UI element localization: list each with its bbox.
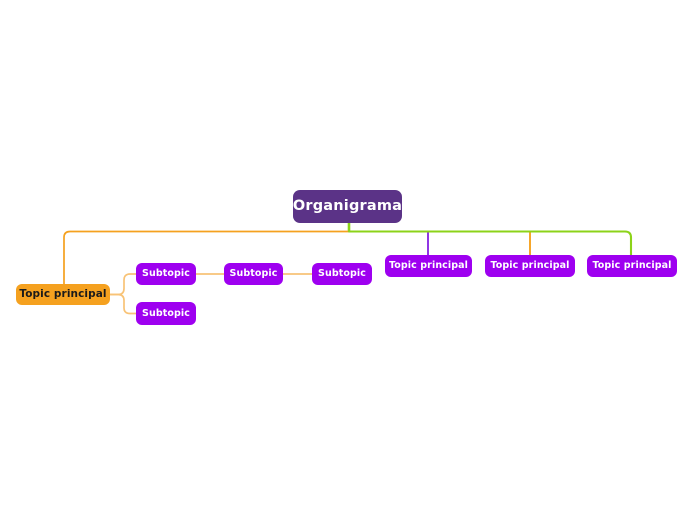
topic-node-left-1[interactable]: Topic principal xyxy=(16,284,110,305)
topic-node-left-1-label: Topic principal xyxy=(19,288,107,301)
subtopic-node-2[interactable]: Subtopic xyxy=(224,263,283,285)
topic-node-right-3-label: Topic principal xyxy=(592,260,672,272)
topic-node-right-1-label: Topic principal xyxy=(388,260,469,272)
connector-left-topic-to-bus-lower xyxy=(109,293,137,315)
subtopic-node-1-label: Subtopic xyxy=(142,268,190,280)
subtopic-node-1[interactable]: Subtopic xyxy=(136,263,196,285)
topic-node-right-2-label: Topic principal xyxy=(490,260,570,272)
connector-left-topic-to-bus xyxy=(109,273,137,296)
subtopic-node-2-label: Subtopic xyxy=(229,268,278,280)
subtopic-node-3-label: Subtopic xyxy=(318,268,366,280)
topic-node-right-3[interactable]: Topic principal xyxy=(587,255,677,277)
topic-node-right-1[interactable]: Topic principal xyxy=(385,255,472,277)
subtopic-node-4-label: Subtopic xyxy=(142,307,190,319)
subtopic-node-3[interactable]: Subtopic xyxy=(312,263,372,285)
root-node-label: Organigrama xyxy=(292,198,403,215)
topic-node-right-2[interactable]: Topic principal xyxy=(485,255,575,277)
subtopic-node-4[interactable]: Subtopic xyxy=(136,302,196,325)
root-node-organigrama[interactable]: Organigrama xyxy=(293,190,402,223)
connector-root-to-right-rail xyxy=(347,230,633,257)
